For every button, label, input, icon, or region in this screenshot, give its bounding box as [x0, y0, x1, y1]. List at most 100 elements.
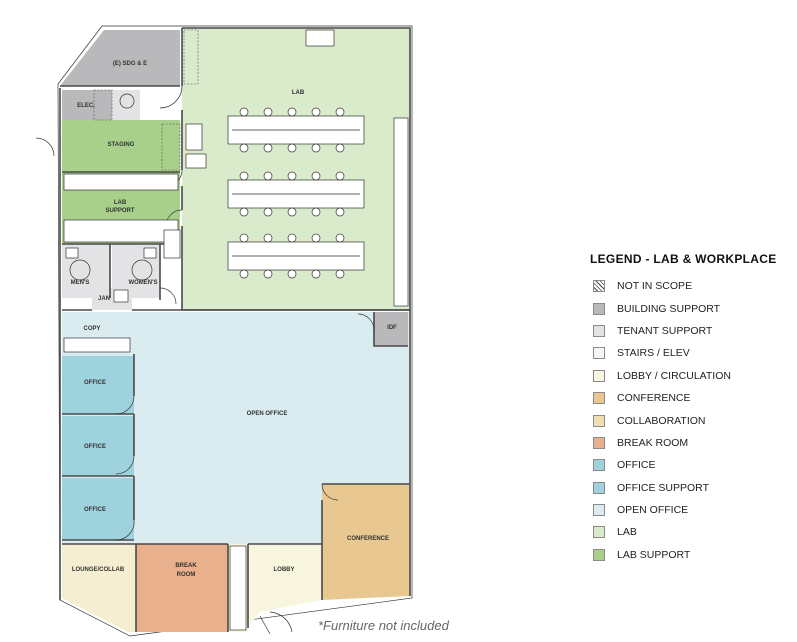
- legend-item: LAB SUPPORT: [590, 544, 790, 566]
- lab-equipment: [185, 153, 207, 169]
- legend-item: OFFICE SUPPORT: [590, 477, 790, 499]
- legend-label: LAB SUPPORT: [617, 548, 691, 561]
- label-lab-support-2: SUPPORT: [105, 208, 134, 214]
- label-office-3: OFFICE: [84, 507, 106, 513]
- label-lobby: LOBBY: [274, 567, 295, 573]
- legend-item: TENANT SUPPORT: [590, 320, 790, 342]
- room-break: [136, 544, 228, 632]
- elec-panel: [119, 93, 135, 109]
- swatch-icon: [593, 526, 605, 539]
- room-staging: [62, 120, 180, 172]
- lab-stool: [311, 233, 321, 243]
- toilet: [69, 259, 91, 281]
- sink: [143, 247, 157, 259]
- lab-stool: [263, 143, 273, 153]
- lab-stool: [239, 233, 249, 243]
- label-office-1: OFFICE: [84, 380, 106, 386]
- lab-stool: [239, 143, 249, 153]
- swatch-icon: [593, 481, 605, 494]
- legend-item: OFFICE: [590, 454, 790, 476]
- lab-stool: [239, 107, 249, 117]
- legend-title: LEGEND - LAB & WORKPLACE: [590, 252, 777, 266]
- lab-stool: [287, 143, 297, 153]
- lab-support-counter: [63, 219, 179, 243]
- swatch-icon: [593, 459, 605, 472]
- room-elec: [62, 90, 112, 120]
- swatch-icon: [593, 548, 605, 561]
- lab-stool: [335, 107, 345, 117]
- label-lab: LAB: [292, 90, 305, 96]
- lab-stool: [311, 207, 321, 217]
- label-copy: COPY: [83, 326, 100, 332]
- lab-stool: [263, 107, 273, 117]
- swatch-icon: [593, 504, 605, 517]
- legend-item: BUILDING SUPPORT: [590, 297, 790, 319]
- label-break-room: BREAK: [175, 563, 197, 569]
- footnote: *Furniture not included: [318, 618, 449, 633]
- legend-item: NOT IN SCOPE: [590, 275, 790, 297]
- lab-stool: [263, 233, 273, 243]
- lab-support-counter: [63, 173, 179, 191]
- label-mens: MEN'S: [71, 280, 90, 286]
- legend-label: BREAK ROOM: [617, 436, 689, 449]
- legend-item: LOBBY / CIRCULATION: [590, 365, 790, 387]
- door-swing: [159, 287, 177, 305]
- lab-stool: [263, 269, 273, 279]
- label-conference: CONFERENCE: [347, 536, 389, 542]
- legend-label: TENANT SUPPORT: [617, 324, 713, 337]
- hatch-icon: [593, 280, 605, 293]
- legend-item: OPEN OFFICE: [590, 499, 790, 521]
- door-swing: [35, 137, 55, 157]
- copy-counter: [63, 337, 131, 353]
- room-office-1: [62, 356, 134, 414]
- wall: [373, 312, 408, 347]
- building-outline: [57, 25, 413, 637]
- lab-stool: [287, 107, 297, 117]
- lab-stool: [287, 171, 297, 181]
- fume-hood: [163, 229, 181, 259]
- label-open-office: OPEN OFFICE: [247, 411, 288, 417]
- label-jan: JAN: [98, 296, 110, 302]
- lab-stool: [335, 269, 345, 279]
- room-lounge-collab: [62, 544, 136, 632]
- room-office-2: [62, 416, 134, 476]
- label-womens: WOMEN'S: [128, 280, 157, 286]
- label-lab-support: LAB: [114, 200, 127, 206]
- label-elec: ELEC.: [77, 103, 95, 109]
- swatch-icon: [593, 392, 605, 405]
- lab-stool: [335, 171, 345, 181]
- lab-equipment: [185, 123, 203, 151]
- staging-cart: [93, 89, 113, 121]
- sink: [65, 247, 79, 259]
- swatch-icon: [593, 324, 605, 337]
- label-office-2: OFFICE: [84, 444, 106, 450]
- swatch-icon: [593, 414, 605, 427]
- lab-benches: [227, 107, 365, 279]
- lab-stool: [311, 171, 321, 181]
- room-office-3: [62, 478, 134, 540]
- lab-stool: [287, 233, 297, 243]
- lab-stool: [311, 269, 321, 279]
- lab-stool: [335, 207, 345, 217]
- swatch-icon: [593, 369, 605, 382]
- room-tenant-corridor: [112, 90, 140, 120]
- lab-shelf: [161, 123, 181, 171]
- door-swing: [321, 483, 339, 501]
- label-break-room-2: ROOM: [177, 572, 196, 578]
- wall-shelving: [393, 117, 409, 307]
- legend-item: BREAK ROOM: [590, 432, 790, 454]
- wall: [62, 483, 410, 600]
- room-lobby: [248, 544, 322, 628]
- swatch-icon: [593, 302, 605, 315]
- wall: [135, 544, 249, 632]
- lab-stool: [263, 171, 273, 181]
- lab-stool: [239, 171, 249, 181]
- door-swing: [115, 395, 135, 541]
- lab-stool: [335, 143, 345, 153]
- legend-item: LAB: [590, 521, 790, 543]
- lab-stool: [263, 207, 273, 217]
- label-lounge: LOUNGE/COLLAB: [72, 567, 125, 573]
